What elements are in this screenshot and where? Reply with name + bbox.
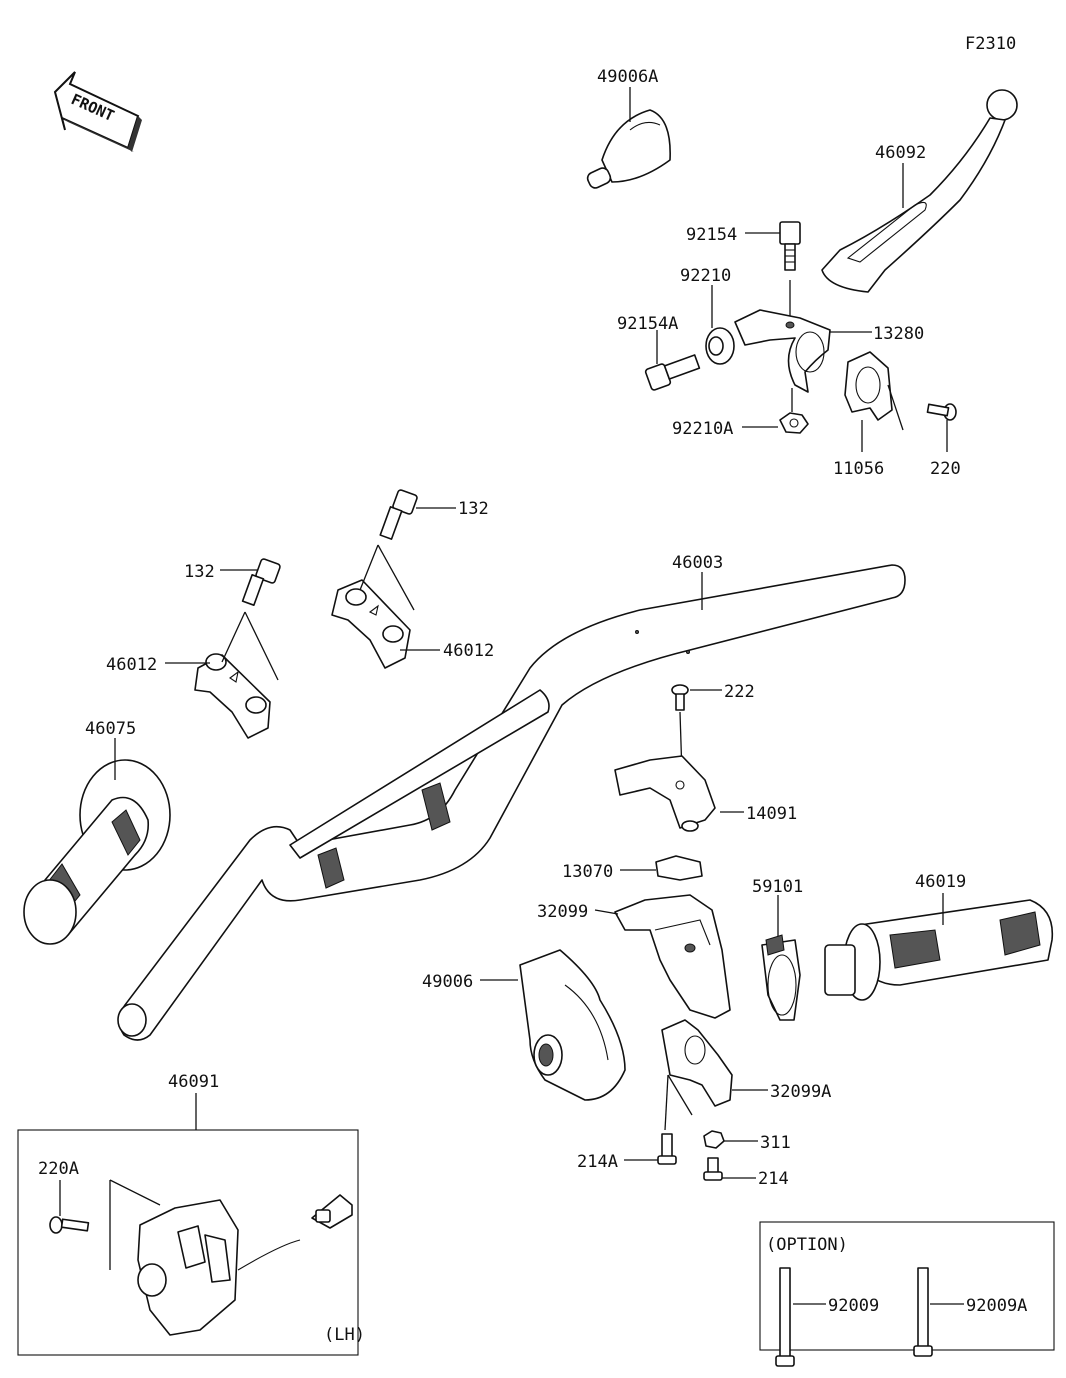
part-59101-pulley[interactable]: 59101	[752, 877, 803, 1021]
label-46075: 46075	[85, 719, 136, 739]
diagram-code: F2310	[965, 34, 1016, 54]
label-46091: 46091	[168, 1072, 219, 1092]
front-arrow-icon: FRONT	[53, 71, 142, 152]
part-14091-guide[interactable]: 14091	[614, 755, 797, 832]
part-46091-lh-switch[interactable]: 46091 (LH)	[17, 1072, 365, 1356]
part-92154-bolt[interactable]: 92154	[686, 221, 801, 318]
label-49006: 49006	[422, 972, 473, 992]
label-32099: 32099	[537, 902, 588, 922]
label-32099A: 32099A	[770, 1082, 831, 1102]
knurled-band-icon	[317, 782, 451, 889]
label-46019: 46019	[915, 872, 966, 892]
lh-switch-box	[17, 1129, 359, 1356]
part-46092-lever[interactable]: 46092	[821, 89, 1018, 293]
label-46003: 46003	[672, 553, 723, 573]
part-214-screw[interactable]: 214	[703, 1157, 789, 1189]
label-92154A: 92154A	[617, 314, 678, 334]
label-92210: 92210	[680, 266, 731, 286]
label-92210A: 92210A	[672, 419, 733, 439]
label-46012-a: 46012	[106, 655, 157, 675]
label-311: 311	[760, 1133, 791, 1153]
part-32099A-housing[interactable]: 32099A	[661, 1019, 831, 1131]
label-132-b: 132	[458, 499, 489, 519]
label-59101: 59101	[752, 877, 803, 897]
part-46012-holder-b[interactable]: 46012	[331, 544, 494, 669]
part-49006-cover[interactable]: 49006	[422, 949, 626, 1101]
part-132-bolt-a[interactable]: 132	[184, 558, 281, 607]
part-214A-screw[interactable]: 214A	[577, 1133, 677, 1172]
label-220A: 220A	[38, 1159, 79, 1179]
part-32099-housing[interactable]: 32099	[537, 894, 731, 1019]
label-132-a: 132	[184, 562, 215, 582]
label-49006A: 49006A	[597, 67, 658, 87]
part-92009-bolt[interactable]: 92009	[775, 1267, 879, 1367]
option-box-title: (OPTION)	[766, 1235, 848, 1255]
part-13280-holder[interactable]: 13280	[734, 309, 924, 393]
part-13070-spacer[interactable]: 13070	[562, 855, 703, 882]
part-46012-holder-a[interactable]: 46012	[106, 611, 279, 739]
label-13070: 13070	[562, 862, 613, 882]
part-11056-clamp[interactable]: 11056	[833, 351, 904, 479]
label-92009: 92009	[828, 1296, 879, 1316]
label-92154: 92154	[686, 225, 737, 245]
part-49006A[interactable]: 49006A	[586, 67, 671, 190]
part-220A-screw[interactable]: 220A	[38, 1159, 90, 1234]
part-220-screw[interactable]: 220	[926, 403, 961, 479]
label-92009A: 92009A	[966, 1296, 1027, 1316]
part-46019-throttle-grip[interactable]: 46019	[824, 872, 1054, 1001]
label-222: 222	[724, 682, 755, 702]
lh-note: (LH)	[324, 1325, 365, 1345]
part-92154A-bolt[interactable]: 92154A	[617, 314, 701, 391]
label-13280: 13280	[873, 324, 924, 344]
label-46012-b: 46012	[443, 641, 494, 661]
part-132-bolt-b[interactable]: 132	[379, 489, 489, 540]
part-311-nut[interactable]: 311	[703, 1130, 791, 1153]
option-box: (OPTION) 92009 92009A	[759, 1221, 1055, 1367]
label-11056: 11056	[833, 459, 884, 479]
label-46092: 46092	[875, 143, 926, 163]
part-92210-washer[interactable]: 92210	[680, 266, 735, 365]
part-92009A-bolt[interactable]: 92009A	[913, 1267, 1027, 1357]
label-220: 220	[930, 459, 961, 479]
label-214: 214	[758, 1169, 789, 1189]
part-46003-handlebar[interactable]: 46003	[117, 553, 906, 1041]
part-92210A-nut[interactable]: 92210A	[672, 388, 809, 439]
label-214A: 214A	[577, 1152, 618, 1172]
label-14091: 14091	[746, 804, 797, 824]
part-46075-grip[interactable]: 46075	[23, 719, 171, 945]
